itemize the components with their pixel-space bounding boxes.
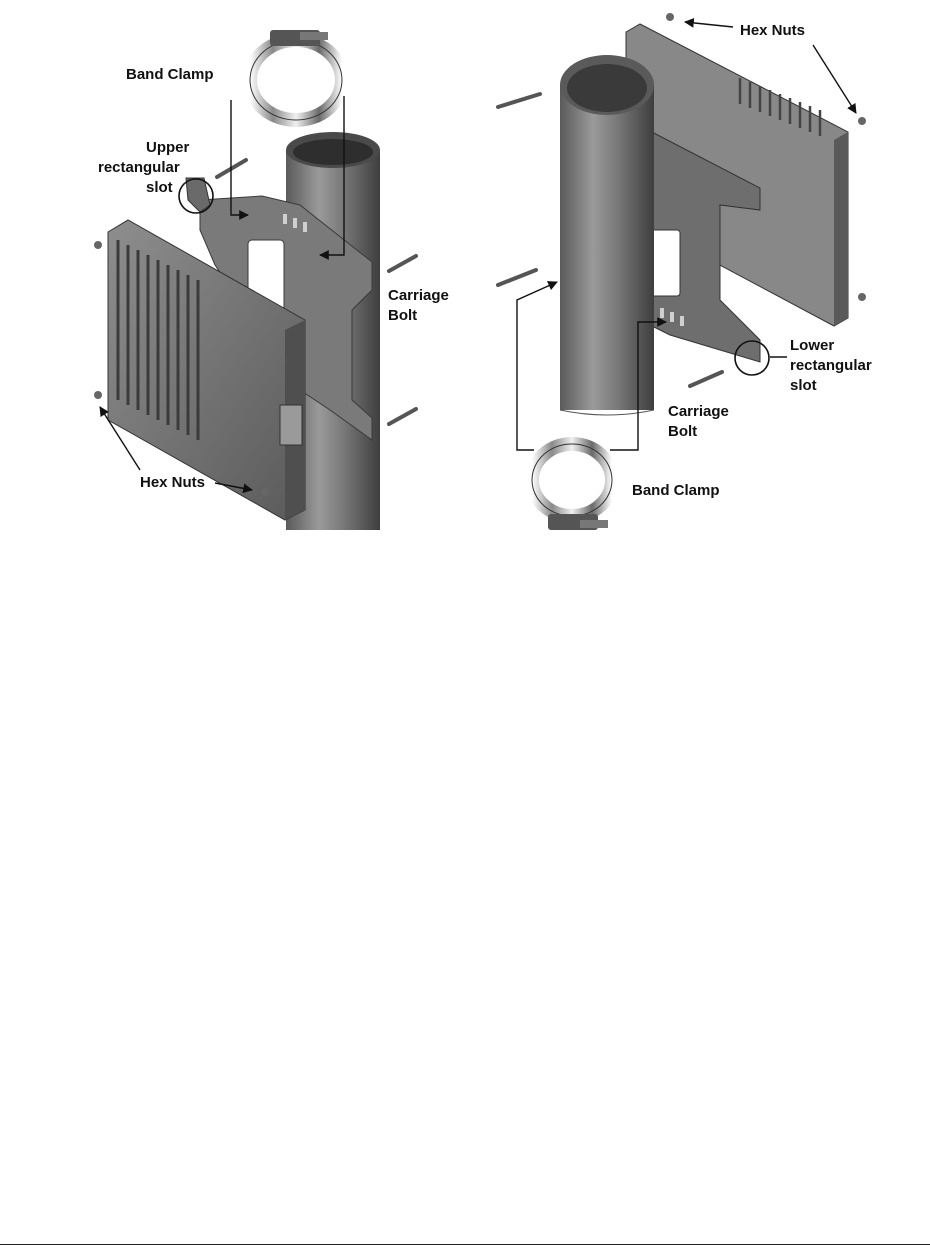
label-carriage-bolt-left-line1: Carriage <box>388 287 449 304</box>
right-pipe <box>560 55 654 415</box>
label-band-clamp-right: Band Clamp <box>632 482 720 499</box>
page-footer-rule <box>0 1244 930 1245</box>
label-lower-slot-line2: rectangular <box>790 357 872 374</box>
label-lower-slot-line3: slot <box>790 377 817 394</box>
label-band-clamp-left: Band Clamp <box>126 66 214 83</box>
left-assembly: Band Clamp Upper rectangular slot Carria… <box>94 30 449 530</box>
label-hex-nuts-right: Hex Nuts <box>740 22 805 39</box>
label-hex-nuts-left: Hex Nuts <box>140 474 205 491</box>
label-carriage-bolt-left-line2: Bolt <box>388 307 417 324</box>
label-carriage-bolt-right-line2: Bolt <box>668 423 697 440</box>
label-upper-slot-line2: rectangular <box>98 159 180 176</box>
label-upper-slot-line3: slot <box>146 179 173 196</box>
right-assembly: Hex Nuts Lower rectangular slot Carriage… <box>498 13 872 530</box>
right-band-clamp <box>532 444 612 530</box>
left-band-clamp <box>250 30 342 120</box>
label-upper-slot-line1: Upper <box>146 139 190 156</box>
label-lower-slot-line1: Lower <box>790 337 834 354</box>
pole-mount-assembly-diagram: Band Clamp Upper rectangular slot Carria… <box>0 0 930 560</box>
label-carriage-bolt-right-line1: Carriage <box>668 403 729 420</box>
